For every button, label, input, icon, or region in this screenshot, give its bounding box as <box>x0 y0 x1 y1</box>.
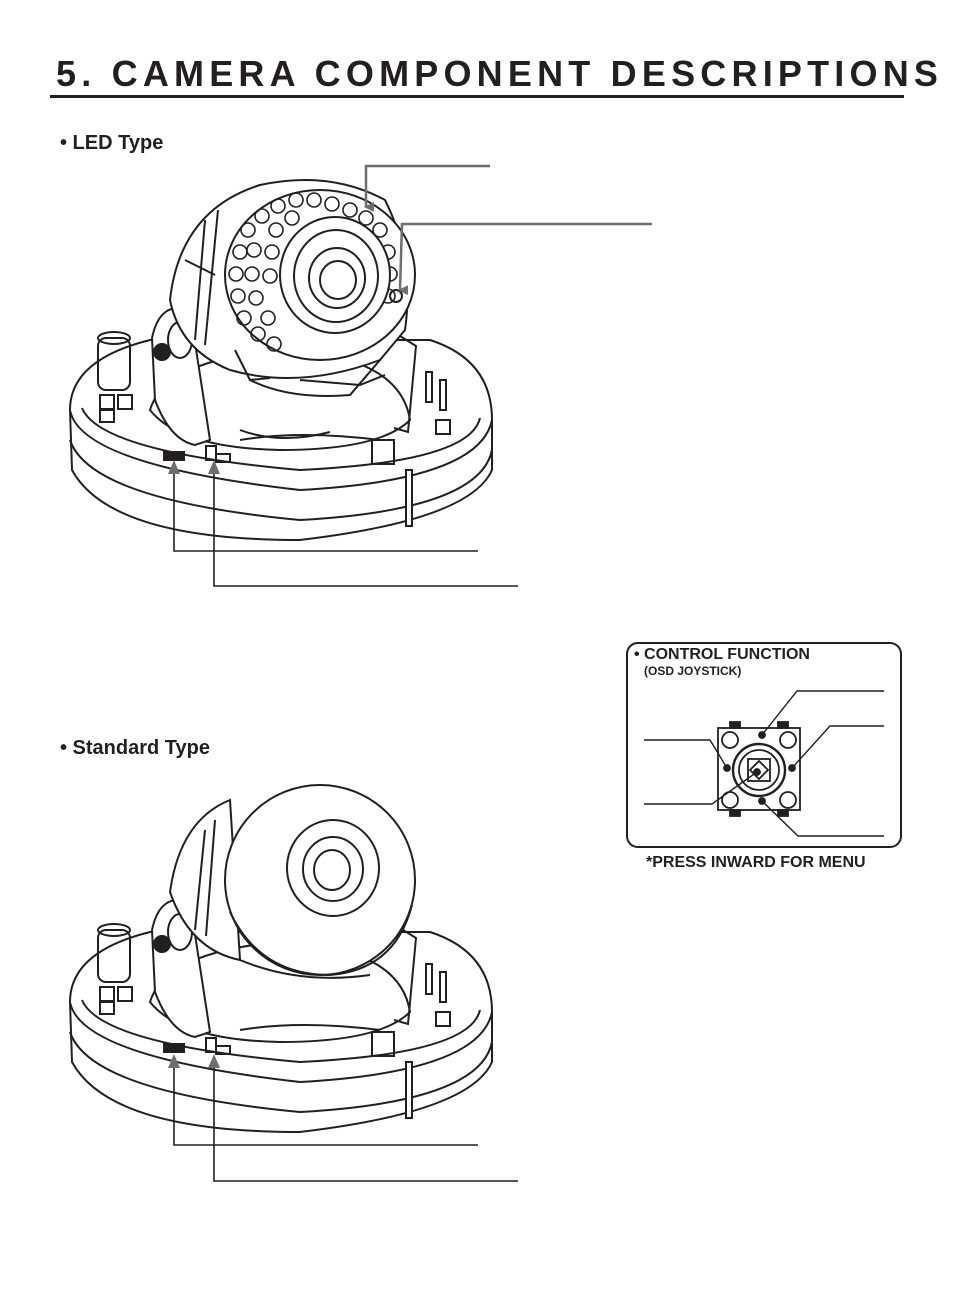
arrow-led-video-out <box>168 460 180 474</box>
joystick-callouts <box>644 690 884 837</box>
title-underline <box>50 95 904 98</box>
arrow-standard-power <box>208 1054 220 1068</box>
dome-camera-led-icon <box>68 179 493 542</box>
osd-joystick-icon <box>717 721 801 817</box>
control-function-panel <box>626 642 902 848</box>
page-title: 5. CAMERA COMPONENT DESCRIPTIONS <box>56 53 944 94</box>
press-inward-note: *PRESS INWARD FOR MENU <box>646 854 866 871</box>
arrow-led-power <box>208 460 220 474</box>
control-function-title: • CONTROL FUNCTION <box>634 646 810 663</box>
section-label-standard-type: • Standard Type <box>60 737 210 759</box>
dome-camera-standard-icon <box>68 784 493 1134</box>
led-callouts <box>173 164 652 587</box>
standard-callouts <box>173 1062 518 1182</box>
arrow-standard-video-out <box>168 1054 180 1068</box>
control-function-subtitle: (OSD JOYSTICK) <box>644 664 742 678</box>
section-label-led-type: • LED Type <box>60 132 164 154</box>
